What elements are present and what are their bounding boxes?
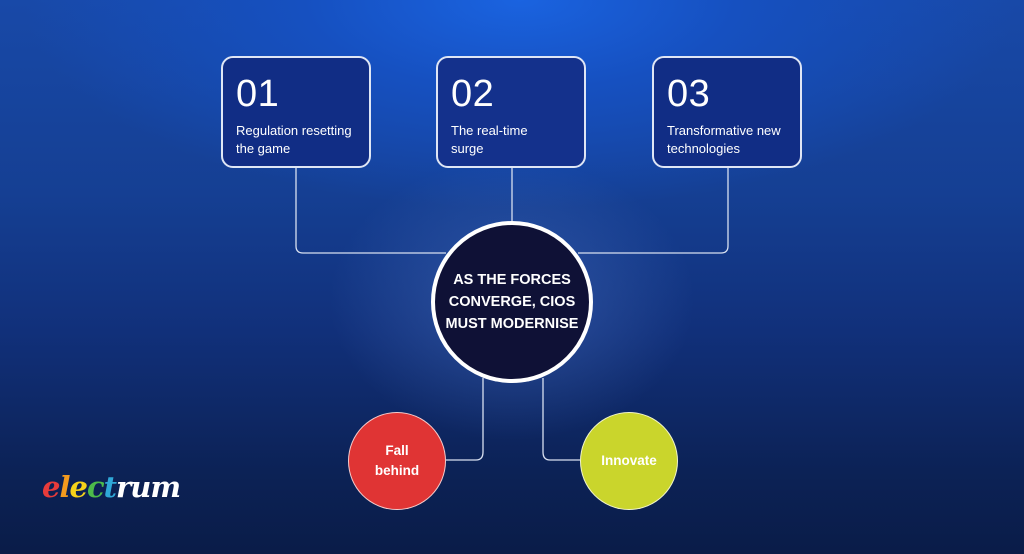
logo-letter: e bbox=[42, 470, 60, 504]
force-number: 01 bbox=[236, 73, 280, 115]
force-number: 03 bbox=[667, 73, 711, 115]
logo-letter: e bbox=[69, 470, 87, 504]
force-card-01: 01 Regulation resetting the game bbox=[221, 56, 371, 168]
logo-letter: l bbox=[59, 470, 70, 504]
electrum-logo: electrum bbox=[42, 470, 181, 504]
force-number: 02 bbox=[451, 73, 495, 115]
connector-card3 bbox=[578, 168, 729, 254]
outcome-innovate: Innovate bbox=[580, 412, 678, 510]
logo-letter: u bbox=[130, 470, 151, 504]
outcome-label: Innovate bbox=[601, 453, 657, 468]
connector-card1 bbox=[295, 168, 446, 254]
force-card-03: 03 Transformative new technologies bbox=[652, 56, 802, 168]
connector-fall-behind bbox=[446, 378, 484, 461]
force-label: Transformative new technologies bbox=[667, 123, 781, 156]
logo-letter: c bbox=[86, 470, 105, 504]
force-label: Regulation resetting the game bbox=[236, 123, 352, 156]
connector-innovate bbox=[542, 378, 580, 461]
logo-letter: t bbox=[103, 470, 117, 504]
logo-letter: r bbox=[116, 470, 131, 504]
outcome-fall-behind: Fall behind bbox=[348, 412, 446, 510]
force-label: The real-time surge bbox=[451, 123, 528, 156]
center-hub: AS THE FORCES CONVERGE, CIOS MUST MODERN… bbox=[431, 221, 593, 383]
outcome-label: Fall behind bbox=[374, 443, 420, 478]
hub-text: AS THE FORCES CONVERGE, CIOS MUST MODERN… bbox=[445, 272, 579, 332]
force-card-02: 02 The real-time surge bbox=[436, 56, 586, 168]
logo-letter: m bbox=[150, 470, 181, 504]
